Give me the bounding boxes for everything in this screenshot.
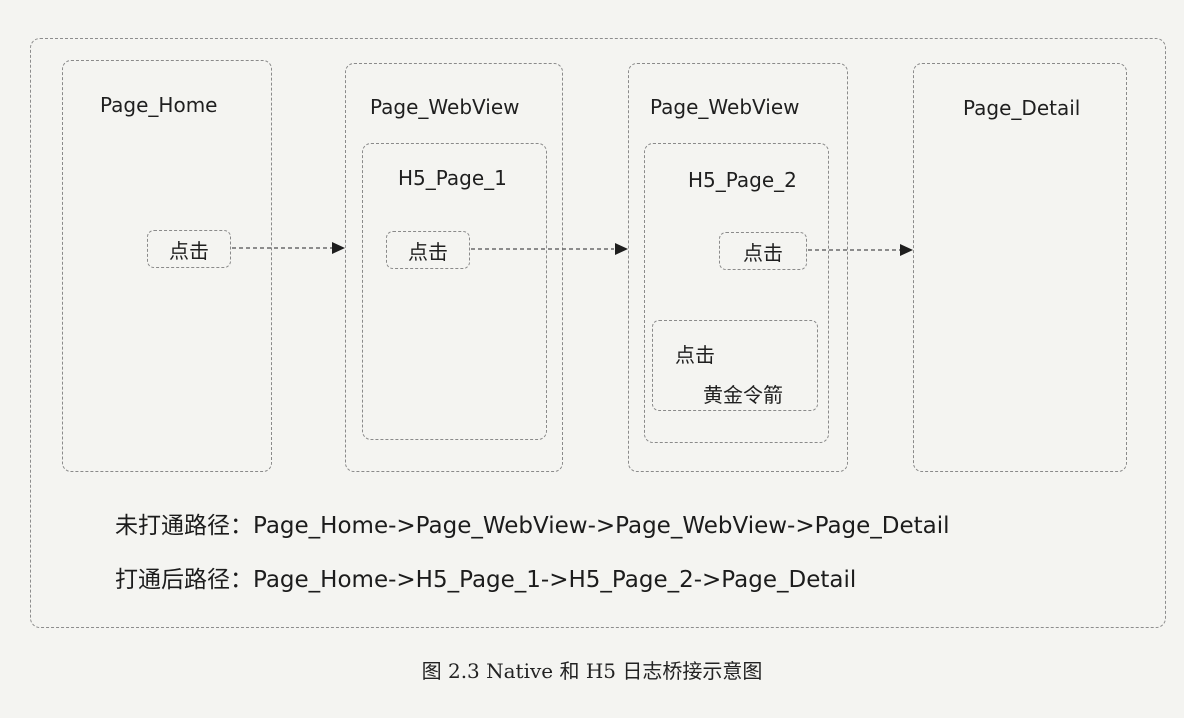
page-webview-1-box — [345, 63, 563, 472]
page-home-title: Page_Home — [100, 93, 218, 117]
figure-caption: 图 2.3 Native 和 H5 日志桥接示意图 — [421, 659, 763, 683]
page-home-box — [62, 60, 272, 472]
click-button-3[interactable]: 点击 — [719, 232, 807, 270]
page-webview-1-title: Page_WebView — [370, 95, 520, 119]
path-after: 打通后路径：Page_Home->H5_Page_1->H5_Page_2->P… — [115, 567, 857, 593]
path-before: 未打通路径：Page_Home->Page_WebView->Page_WebV… — [115, 513, 950, 539]
diagram-frame — [30, 38, 1166, 628]
h5-page-2-title: H5_Page_2 — [688, 168, 797, 192]
click-button-1[interactable]: 点击 — [147, 230, 231, 268]
golden-arrow-click-label: 点击 — [675, 343, 715, 367]
page-detail-title: Page_Detail — [963, 96, 1081, 120]
h5-page-1-title: H5_Page_1 — [398, 166, 507, 190]
click-button-2[interactable]: 点击 — [386, 231, 470, 269]
h5-page-2-box — [644, 143, 829, 443]
page-webview-2-box — [628, 63, 848, 472]
golden-arrow-name: 黄金令箭 — [703, 383, 783, 407]
h5-page-1-box — [362, 143, 547, 440]
golden-arrow-box[interactable]: 点击 黄金令箭 — [652, 320, 818, 411]
page-webview-2-title: Page_WebView — [650, 95, 800, 119]
page-detail-box — [913, 63, 1127, 472]
